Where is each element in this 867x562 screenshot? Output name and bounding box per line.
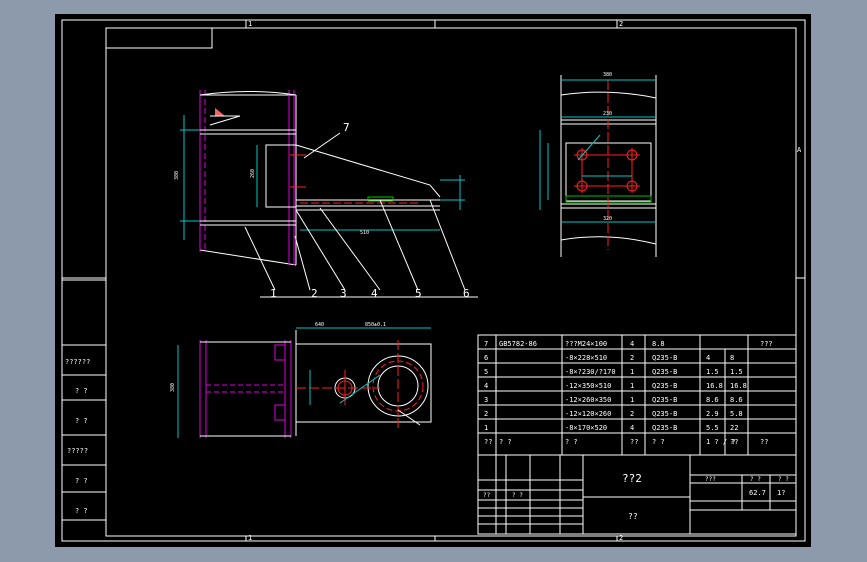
bom-header-code: ? ? [499,438,512,446]
zone-bottom-left: 1 [248,534,252,542]
bom-header-qty: ?? [630,438,638,446]
bom-cell-name: -12×350×510 [565,382,611,390]
side-table [61,279,107,521]
bom-cell-qty: 2 [630,354,634,362]
side-cell-6: ? ? [75,507,88,515]
title-cell-5: ? ? [512,492,523,499]
bom-cell-no: 5 [484,368,488,376]
side-cell-2: ? ? [75,387,88,395]
title-sub: ?? [628,512,638,521]
bom-cell-material: Q235-B [652,424,677,432]
dim-top-width: 380 [603,72,612,78]
bom-cell-code: GB5782-86 [499,340,537,348]
dim-width-front2: 850±0.1 [365,322,386,328]
bom-cell-no: 6 [484,354,488,362]
bom-table-grid [477,334,797,456]
dim-side-width: 230 [603,111,612,117]
side-cell-5: ? ? [75,477,88,485]
callout-6: 6 [463,287,470,300]
callout-4: 4 [371,287,378,300]
plan-view: 640 850±0.1 380 [170,322,432,438]
zone-top-right: 2 [619,20,623,28]
side-cell-3: ? ? [75,417,88,425]
bom-cell-material: 8.8 [652,340,665,348]
side-view: 380 230 320 [539,72,657,257]
bom-cell-unit: 5.5 [706,424,719,432]
dim-bottom-width: 320 [603,216,612,222]
bom-cell-no: 3 [484,396,488,404]
bom-cell-no: 7 [484,340,488,348]
bom-cell-unit: 4 [706,354,710,362]
bom-header-material: ? ? [652,438,665,446]
title-block-grid [477,454,797,535]
dim-width-front: 640 [315,322,324,328]
bom-header-name: ? ? [565,438,578,446]
bom-cell-total: 5.8 [730,410,743,418]
callout-5: 5 [415,287,422,300]
bom-cell-total: 16.8 [730,382,747,390]
zone-top-left: 1 [248,20,252,28]
title-cell-3: ? ? [778,476,789,483]
bom-cell-name: -12×260×350 [565,396,611,404]
bom-cell-qty: 4 [630,424,634,432]
bom-cell-unit: 16.8 [706,382,723,390]
bom-cell-unit: 2.9 [706,410,719,418]
bom-cell-unit: 1.5 [706,368,719,376]
bom-cell-name: -12×120×260 [565,410,611,418]
bom-cell-total: 22 [730,424,738,432]
side-cell-1: ?????? [65,358,90,366]
zone-bottom-right: 2 [619,534,623,542]
bom-cell-qty: 2 [630,410,634,418]
bom-cell-material: Q235-B [652,396,677,404]
bom-cell-qty: 1 [630,368,634,376]
bom-cell-material: Q235-B [652,382,677,390]
top-left-tab [105,27,213,49]
title-cell-1: ??? [705,476,716,483]
bom-cell-qty: 4 [630,340,634,348]
zone-right: A [797,146,802,154]
drawing-sheet [55,14,811,547]
callout-1: 1 [270,287,277,300]
title-cell-2: ? ? [750,476,761,483]
side-cell-4: ????? [67,447,88,455]
bom-cell-total: 1.5 [730,368,743,376]
bom-cell-no: 2 [484,410,488,418]
bom-cell-note: ??? [760,340,773,348]
bom-cell-name: -8×?230/?170 [565,368,616,376]
bom-cell-name: -8×228×510 [565,354,607,362]
title-cell-4: ?? [483,492,491,499]
front-elevation-view: 380 260 510 [174,90,478,298]
svg-text:380: 380 [174,171,180,180]
bom-cell-qty: 1 [630,382,634,390]
svg-text:260: 260 [250,169,256,178]
bom-cell-name: ???M24×100 [565,340,607,348]
dim-height-plan: 380 [170,383,176,392]
bom-cell-qty: 1 [630,396,634,404]
callout-2: 2 [311,287,318,300]
bom-header-no: ?? [484,438,492,446]
callout-7: 7 [343,121,350,134]
bom-header-unit: 1 ? / ? [706,438,736,446]
bom-cell-material: Q235-B [652,354,677,362]
bom-cell-name: -8×170×520 [565,424,607,432]
bom-cell-no: 4 [484,382,488,390]
bom-cell-material: Q235-B [652,368,677,376]
bom-cell-no: 1 [484,424,488,432]
title-main: ??2 [622,472,642,485]
callout-3: 3 [340,287,347,300]
bom-cell-unit: 8.6 [706,396,719,404]
bom-cell-total: 8 [730,354,734,362]
bom-header-total: ?? [730,438,738,446]
dim-length: 510 [360,230,369,236]
bom-cell-material: Q235-B [652,410,677,418]
bom-cell-total: 8.6 [730,396,743,404]
bom-header-note: ?? [760,438,768,446]
title-weight: 62.7 [749,489,766,497]
title-scale: 1? [777,489,785,497]
